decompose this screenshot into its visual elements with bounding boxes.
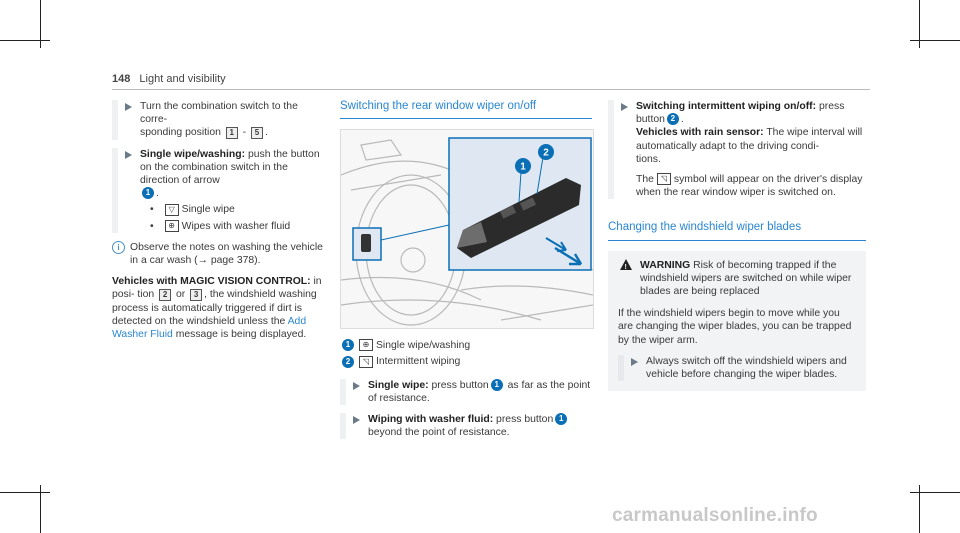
warning-icon: !	[620, 258, 632, 271]
single-wipe-icon: ▽	[164, 203, 179, 216]
page-header: 148 Light and visibility	[112, 73, 226, 85]
list-item: • ▽Single wipe	[150, 203, 327, 216]
callout-badge: 2	[342, 355, 354, 368]
list-item: • ⊕Wipes with washer fluid	[150, 219, 327, 233]
header-divider	[112, 89, 870, 90]
callout-badge: 1	[555, 413, 568, 426]
step-text: Always switch off the windshield wipers …	[646, 355, 847, 381]
step-heading: Wiping with washer fluid:	[368, 414, 494, 426]
callout-legend: 1 ⊕Single wipe/washing 2 ◹Intermittent wip…	[340, 339, 592, 368]
legend-item: 2 ◹Intermittent wiping	[340, 355, 592, 368]
illustration-svg: 1 2	[341, 130, 593, 329]
step-text: press button	[428, 379, 489, 391]
add-washer-fluid-link[interactable]: Add Washer Fluid	[112, 315, 307, 341]
period: .	[265, 127, 268, 139]
period: .	[680, 114, 684, 126]
washer-fluid-icon: ⊕	[359, 339, 373, 352]
callout-badge: 1	[342, 339, 354, 352]
position-key: 1	[225, 126, 238, 139]
step-turn-switch: Turn the combination switch to the corre…	[112, 100, 327, 140]
step-text: press button	[493, 414, 554, 426]
warning-text: Risk of becoming trapped if the windshie…	[640, 259, 852, 298]
intermittent-wipe-icon: ◹	[656, 173, 671, 186]
step-text: push the button on the combination switc…	[140, 148, 320, 187]
washer-fluid-icon: ⊕	[164, 219, 179, 232]
para-text: , the windshield washing process is auto…	[112, 289, 317, 327]
step-text: The wipe interval will automatically ada…	[636, 127, 863, 165]
step-text: press button	[636, 101, 845, 126]
svg-text:1: 1	[520, 162, 526, 173]
section-title: Changing the windshield wiper blades	[608, 221, 802, 234]
para-text: in posi- tion	[112, 276, 322, 301]
step-text: beyond the point of resistance.	[368, 427, 510, 439]
step-text: symbol will appear on the driver's displ…	[636, 174, 863, 199]
para-text: or	[173, 289, 189, 301]
column-right: Switching intermittent wiping on/off: pr…	[608, 100, 866, 392]
column-middle: Switching the rear window wiper on/off	[340, 100, 594, 447]
step-arrow-icon	[125, 150, 132, 159]
step-single-wipe-washing: Single wipe/washing: push the button on …	[112, 147, 327, 233]
section-divider	[340, 118, 592, 120]
legend-label: Intermittent wiping	[376, 356, 461, 368]
wiper-switch-illustration: 1 2	[340, 129, 594, 330]
info-text: Observe the notes on washing the vehicle…	[130, 241, 323, 267]
step-arrow-icon	[353, 381, 360, 390]
warning-label: WARNING	[640, 259, 691, 271]
step-heading: Single wipe:	[368, 379, 429, 391]
info-note: i Observe the notes on washing the vehic…	[112, 240, 327, 267]
step-heading: Switching intermittent wiping on/off:	[636, 101, 817, 112]
position-key: 5	[251, 126, 264, 139]
bullet: •	[150, 204, 154, 216]
info-icon: i	[112, 240, 125, 254]
callout-badge: 1	[490, 378, 503, 391]
legend-item: 1 ⊕Single wipe/washing	[340, 339, 592, 352]
step-text: as far as the point of resistance.	[368, 379, 591, 404]
step-heading: Single wipe/washing:	[140, 148, 246, 160]
step-arrow-icon	[621, 103, 628, 111]
position-key: 3	[190, 288, 203, 301]
warning-paragraph: If the windshield wipers begin to move w…	[618, 308, 852, 346]
bullet: •	[150, 220, 154, 232]
para-heading: Vehicles with MAGIC VISION CONTROL:	[112, 276, 311, 288]
legend-label: Single wipe/washing	[376, 340, 471, 352]
period: .	[156, 188, 159, 200]
intermittent-wipe-icon: ◹	[359, 355, 373, 368]
callout-badge: 1	[142, 187, 154, 200]
section-divider	[608, 239, 866, 241]
watermark: carmanualsonline.info	[612, 505, 818, 526]
step-intermittent-wiping: Switching intermittent wiping on/off: pr…	[608, 100, 866, 200]
warning-step: Always switch off the windshield wipers …	[618, 354, 856, 382]
step-text: Turn the combination switch to the corre…	[140, 101, 298, 139]
dash: -	[242, 127, 247, 139]
warning-header: ! WARNING Risk of becoming trapped if th…	[618, 258, 856, 299]
para-text: message is being displayed.	[172, 329, 307, 341]
list-item-label: Single wipe	[181, 204, 235, 216]
position-key: 2	[159, 288, 172, 301]
magic-vision-paragraph: Vehicles with MAGIC VISION CONTROL: in p…	[112, 275, 327, 341]
step-arrow-icon	[353, 416, 360, 425]
chapter-title: Light and visibility	[139, 73, 226, 85]
step-heading: Vehicles with rain sensor:	[636, 127, 764, 139]
callout-badge: 2	[666, 113, 679, 126]
list-item-label: Wipes with washer fluid	[181, 220, 291, 232]
section-title: Switching the rear window wiper on/off	[340, 100, 537, 112]
page-number: 148	[112, 73, 131, 85]
column-left: Turn the combination switch to the corre…	[112, 100, 327, 349]
step-text: The	[636, 174, 654, 186]
step-arrow-icon	[631, 357, 638, 366]
warning-box: ! WARNING Risk of becoming trapped if th…	[608, 250, 866, 392]
svg-text:2: 2	[543, 148, 549, 159]
step-arrow-icon	[125, 103, 132, 111]
